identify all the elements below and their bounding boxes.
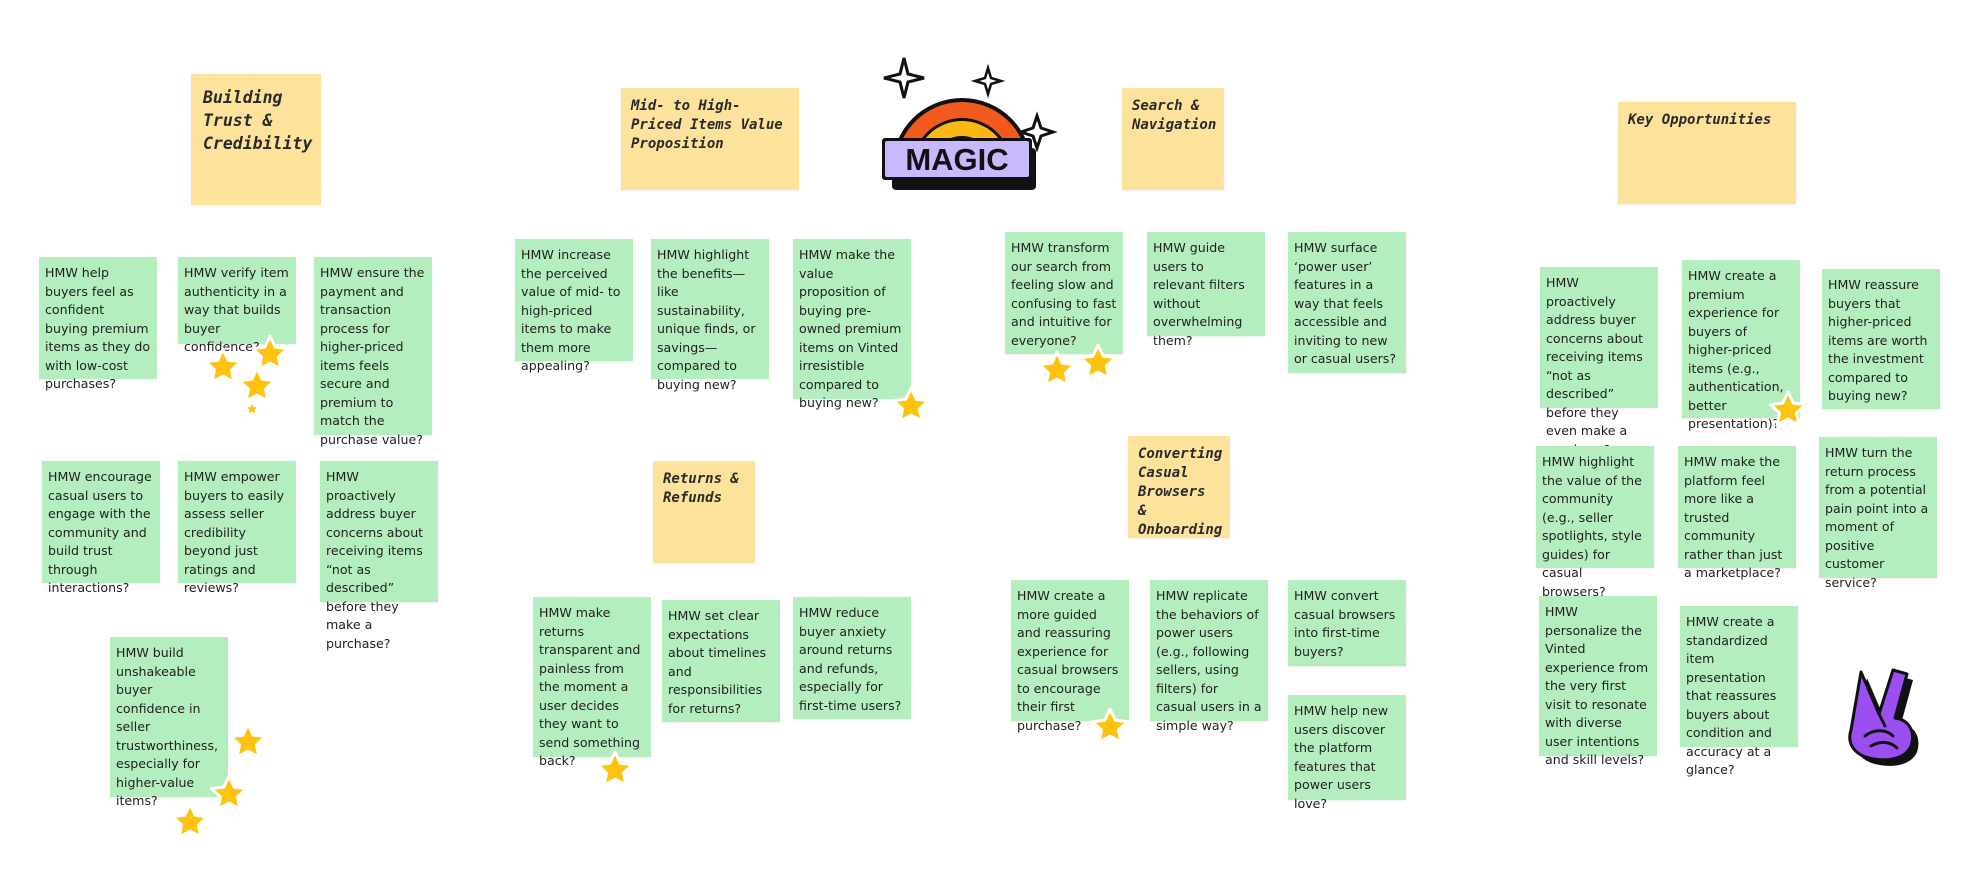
vote-star-icon[interactable] xyxy=(170,802,210,842)
note-returns-2[interactable]: HMW set clear expectations about timelin… xyxy=(662,600,780,722)
note-text: HMW personalize the Vinted experience fr… xyxy=(1545,604,1649,767)
header-key-opportunities[interactable]: Key Opportunities xyxy=(1618,102,1796,204)
note-text: HMW empower buyers to easily assess sell… xyxy=(184,469,285,595)
vote-star-icon[interactable] xyxy=(1090,707,1130,747)
vote-star-icon[interactable] xyxy=(891,386,931,426)
note-text: HMW guide users to relevant filters with… xyxy=(1153,240,1245,348)
header-converting-browsers[interactable]: Converting Casual Browsers & Onboarding xyxy=(1128,436,1230,538)
note-convert-3[interactable]: HMW convert casual browsers into first-t… xyxy=(1288,580,1406,666)
note-text: HMW reduce buyer anxiety around returns … xyxy=(799,605,902,713)
note-key-8[interactable]: HMW create a standardized item presentat… xyxy=(1680,606,1798,777)
vote-star-icon[interactable] xyxy=(1078,343,1118,383)
note-text: HMW turn the return process from a poten… xyxy=(1825,445,1929,590)
note-trust-5[interactable]: HMW empower buyers to easily assess sell… xyxy=(178,461,296,595)
note-returns-1[interactable]: HMW make returns transparent and painles… xyxy=(533,597,651,768)
note-text: HMW create a standardized item presentat… xyxy=(1686,614,1777,777)
header-text: Building Trust & Credibility xyxy=(203,88,313,153)
note-text: HMW help new users discover the platform… xyxy=(1294,703,1389,811)
header-text: Search & Navigation xyxy=(1132,98,1217,133)
note-search-3[interactable]: HMW surface ‘power user’ features in a w… xyxy=(1288,232,1406,373)
note-text: HMW highlight the value of the community… xyxy=(1542,454,1642,599)
note-text: HMW help buyers feel as confident buying… xyxy=(45,265,151,391)
note-text: HMW verify item authenticity in a way th… xyxy=(184,265,289,354)
note-search-1[interactable]: HMW transform our search from feeling sl… xyxy=(1005,232,1123,354)
vote-star-icon[interactable] xyxy=(203,347,243,387)
note-text: HMW make returns transparent and painles… xyxy=(539,605,641,768)
sparkle-icon xyxy=(970,63,1006,99)
note-key-1[interactable]: HMW proactively address buyer concerns a… xyxy=(1540,267,1658,457)
note-text: HMW build unshakeable buyer confidence i… xyxy=(116,645,219,808)
vote-star-icon[interactable] xyxy=(1037,350,1077,390)
vote-star-icon[interactable] xyxy=(228,722,268,762)
header-returns-refunds[interactable]: Returns & Refunds xyxy=(653,461,755,563)
note-trust-4[interactable]: HMW encourage casual users to engage wit… xyxy=(42,461,160,595)
note-returns-3[interactable]: HMW reduce buyer anxiety around returns … xyxy=(793,597,911,719)
note-key-4[interactable]: HMW highlight the value of the community… xyxy=(1536,446,1654,599)
note-key-7[interactable]: HMW personalize the Vinted experience fr… xyxy=(1539,596,1657,767)
magic-label: MAGIC xyxy=(905,142,1008,177)
note-search-2[interactable]: HMW guide users to relevant filters with… xyxy=(1147,232,1265,348)
note-text: HMW increase the perceived value of mid-… xyxy=(521,247,621,373)
note-text: HMW encourage casual users to engage wit… xyxy=(48,469,152,595)
vote-star-icon[interactable] xyxy=(1768,390,1808,430)
sparkle-icon xyxy=(883,57,925,99)
note-text: HMW proactively address buyer concerns a… xyxy=(326,469,424,651)
magic-rainbow-sticker[interactable]: MAGIC xyxy=(878,52,1064,192)
note-text: HMW replicate the behaviors of power use… xyxy=(1156,588,1262,733)
note-value-3[interactable]: HMW make the value proposition of buying… xyxy=(793,239,911,410)
note-text: HMW proactively address buyer concerns a… xyxy=(1546,275,1644,457)
header-text: Returns & Refunds xyxy=(663,471,739,506)
note-text: HMW reassure buyers that higher-priced i… xyxy=(1828,277,1928,403)
note-trust-1[interactable]: HMW help buyers feel as confident buying… xyxy=(39,257,157,391)
vote-star-small-icon[interactable] xyxy=(245,402,259,416)
note-text: HMW convert casual browsers into first-t… xyxy=(1294,588,1396,659)
header-value-proposition[interactable]: Mid- to High-Priced Items Value Proposit… xyxy=(621,88,799,190)
sparkle-icon xyxy=(1016,111,1058,153)
note-text: HMW highlight the benefits—like sustaina… xyxy=(657,247,756,392)
note-value-2[interactable]: HMW highlight the benefits—like sustaina… xyxy=(651,239,769,392)
magic-label-box xyxy=(885,141,1029,177)
note-text: HMW make the platform feel more like a t… xyxy=(1684,454,1783,580)
note-value-1[interactable]: HMW increase the perceived value of mid-… xyxy=(515,239,633,373)
note-convert-1[interactable]: HMW create a more guided and reassuring … xyxy=(1011,580,1129,733)
note-key-3[interactable]: HMW reassure buyers that higher-priced i… xyxy=(1822,269,1940,409)
note-key-2[interactable]: HMW create a premium experience for buye… xyxy=(1682,260,1800,431)
peace-hand-sticker[interactable] xyxy=(1843,664,1925,770)
note-key-6[interactable]: HMW turn the return process from a poten… xyxy=(1819,437,1937,590)
note-trust-7[interactable]: HMW build unshakeable buyer confidence i… xyxy=(110,637,228,808)
note-text: HMW create a premium experience for buye… xyxy=(1688,268,1784,431)
note-trust-2[interactable]: HMW verify item authenticity in a way th… xyxy=(178,257,296,354)
note-text: HMW ensure the payment and transaction p… xyxy=(320,265,425,447)
header-building-trust[interactable]: Building Trust & Credibility xyxy=(191,74,321,205)
note-text: HMW make the value proposition of buying… xyxy=(799,247,902,410)
note-convert-2[interactable]: HMW replicate the behaviors of power use… xyxy=(1150,580,1268,733)
note-text: HMW surface ‘power user’ features in a w… xyxy=(1294,240,1397,366)
note-text: HMW create a more guided and reassuring … xyxy=(1017,588,1119,733)
header-text: Converting Casual Browsers & Onboarding xyxy=(1138,446,1223,538)
header-text: Mid- to High-Priced Items Value Proposit… xyxy=(631,98,783,152)
vote-star-icon[interactable] xyxy=(237,366,277,406)
note-text: HMW transform our search from feeling sl… xyxy=(1011,240,1117,348)
note-convert-4[interactable]: HMW help new users discover the platform… xyxy=(1288,695,1406,811)
vote-star-icon[interactable] xyxy=(209,774,249,814)
vote-star-icon[interactable] xyxy=(250,334,290,374)
note-text: HMW set clear expectations about timelin… xyxy=(668,608,767,716)
note-trust-3[interactable]: HMW ensure the payment and transaction p… xyxy=(314,257,432,447)
note-key-5[interactable]: HMW make the platform feel more like a t… xyxy=(1678,446,1796,580)
header-text: Key Opportunities xyxy=(1628,112,1772,128)
note-trust-6[interactable]: HMW proactively address buyer concerns a… xyxy=(320,461,438,651)
vote-star-icon[interactable] xyxy=(595,750,635,790)
header-search-navigation[interactable]: Search & Navigation xyxy=(1122,88,1224,190)
